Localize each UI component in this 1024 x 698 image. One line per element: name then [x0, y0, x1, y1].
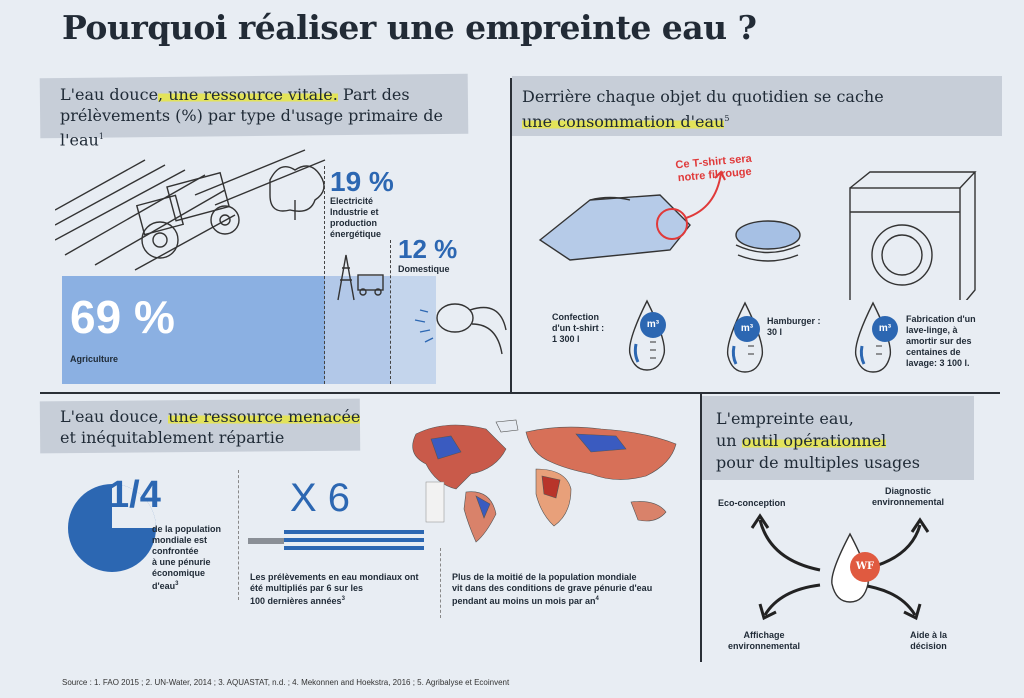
- page-title: Pourquoi réaliser une empreinte eau ?: [62, 8, 757, 47]
- tractor-illustration: [55, 149, 326, 271]
- industry-block: [325, 276, 390, 384]
- x6-bar-3: [284, 546, 424, 550]
- m3-badge-tshirt: m³: [640, 312, 666, 338]
- divider-vertical-top: [510, 78, 512, 394]
- objects-illustration: [538, 170, 977, 300]
- agriculture-block: [62, 276, 325, 384]
- wf-badge: WF: [850, 552, 880, 582]
- map-label: Plus de la moitié de la population mondi…: [452, 572, 653, 606]
- world-water-scarcity-map: [412, 419, 677, 543]
- separator-2: [440, 548, 441, 618]
- separator-1: [238, 470, 239, 600]
- eco-conception-label: Eco-conception: [718, 498, 786, 508]
- industry-value: 19 %: [330, 166, 394, 197]
- panel3-heading: L'eau douce, une ressource menacée et in…: [60, 407, 361, 447]
- panel2-heading: Derrière chaque objet du quotidien se ca…: [522, 87, 884, 132]
- quarter-value: 1/4: [108, 474, 161, 516]
- domestic-separator: [390, 240, 392, 384]
- divider-vertical-bottom: [700, 392, 702, 662]
- drop-tshirt-icon: [628, 299, 666, 371]
- source-footnote: Source : 1. FAO 2015 ; 2. UN-Water, 2014…: [62, 678, 510, 687]
- x6-value: X 6: [290, 476, 351, 520]
- x6-bar-2: [284, 538, 424, 542]
- agriculture-label: Agriculture: [70, 354, 119, 364]
- domestic-value: 12 %: [398, 234, 458, 264]
- m3-badge-burger: m³: [734, 316, 760, 342]
- shower-illustration: [414, 303, 507, 355]
- panel4-heading: L'empreinte eau, un outil opérationnel p…: [716, 409, 920, 472]
- x6-bar-1: [284, 530, 424, 534]
- drop-burger-icon: [726, 301, 764, 373]
- pylon-illustration: [337, 254, 384, 301]
- m3-badge-machine: m³: [872, 316, 898, 342]
- agriculture-value: 69 %: [70, 291, 175, 343]
- quarter-pie-chart: [68, 484, 156, 572]
- drop-machine-icon: [854, 301, 892, 373]
- burger-label: Hamburger :30 l: [767, 316, 821, 337]
- divider-horizontal-right: [700, 392, 1000, 394]
- panel1-heading: L'eau douce, une ressource vitale. Part …: [60, 85, 443, 150]
- domestic-label: Domestique: [398, 264, 450, 274]
- industry-separator: [324, 166, 326, 384]
- divider-horizontal-left: [40, 392, 700, 394]
- x6-bar-before: [248, 538, 284, 544]
